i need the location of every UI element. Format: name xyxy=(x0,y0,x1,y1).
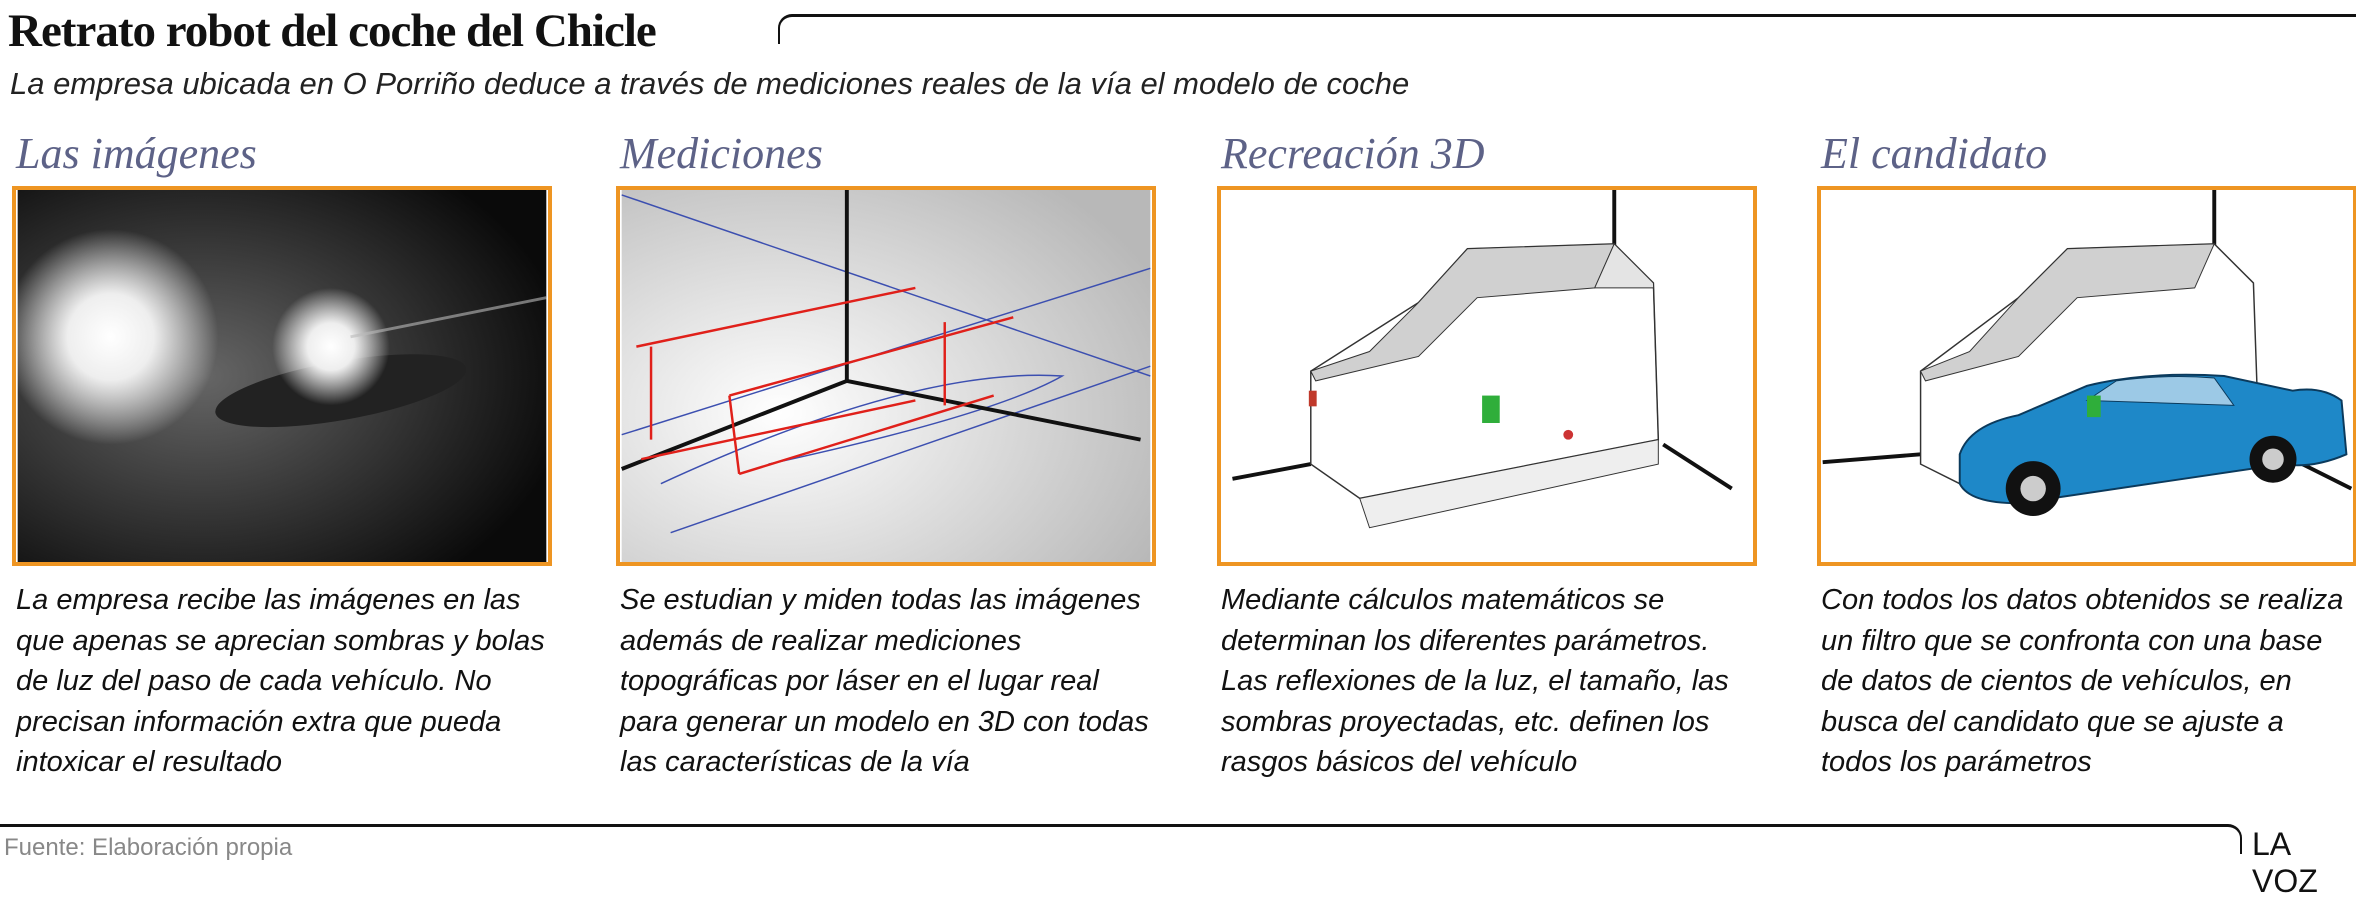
section-3d-recreation: Recreación 3D Mediante cálculos matemáti… xyxy=(1217,128,1757,783)
source-note: Fuente: Elaboración propia xyxy=(4,834,293,861)
measurements-image xyxy=(616,186,1156,566)
page-title: Retrato robot del coche del Chicle xyxy=(8,5,657,57)
3d-model-image xyxy=(1217,186,1757,566)
section-candidate: El candidato Con todos los datos obtenid… xyxy=(1817,128,2356,783)
footer-rule xyxy=(0,824,2242,854)
subtitle: La empresa ubicada en O Porriño deduce a… xyxy=(10,66,1410,101)
candidate-car-image xyxy=(1817,186,2356,566)
section-description: La empresa recibe las imágenes en las qu… xyxy=(16,584,545,778)
section-description: Se estudian y miden todas las imágenes a… xyxy=(620,584,1149,778)
section-heading: Recreación 3D xyxy=(1221,129,1485,178)
section-measurements: Mediciones Se estudian y miden todas las… xyxy=(616,128,1156,783)
section-description: Mediante cálculos matemáticos se determi… xyxy=(1221,584,1729,778)
section-images: Las imágenes La empresa recibe las imáge… xyxy=(12,128,552,783)
title-rule xyxy=(778,14,2356,44)
section-heading: Mediciones xyxy=(620,129,823,178)
publisher-logo: LA VOZ xyxy=(2252,826,2318,899)
section-heading: El candidato xyxy=(1821,129,2048,178)
section-description: Con todos los datos obtenidos se realiza… xyxy=(1821,584,2344,778)
section-heading: Las imágenes xyxy=(16,129,257,178)
night-footage-image xyxy=(12,186,552,566)
